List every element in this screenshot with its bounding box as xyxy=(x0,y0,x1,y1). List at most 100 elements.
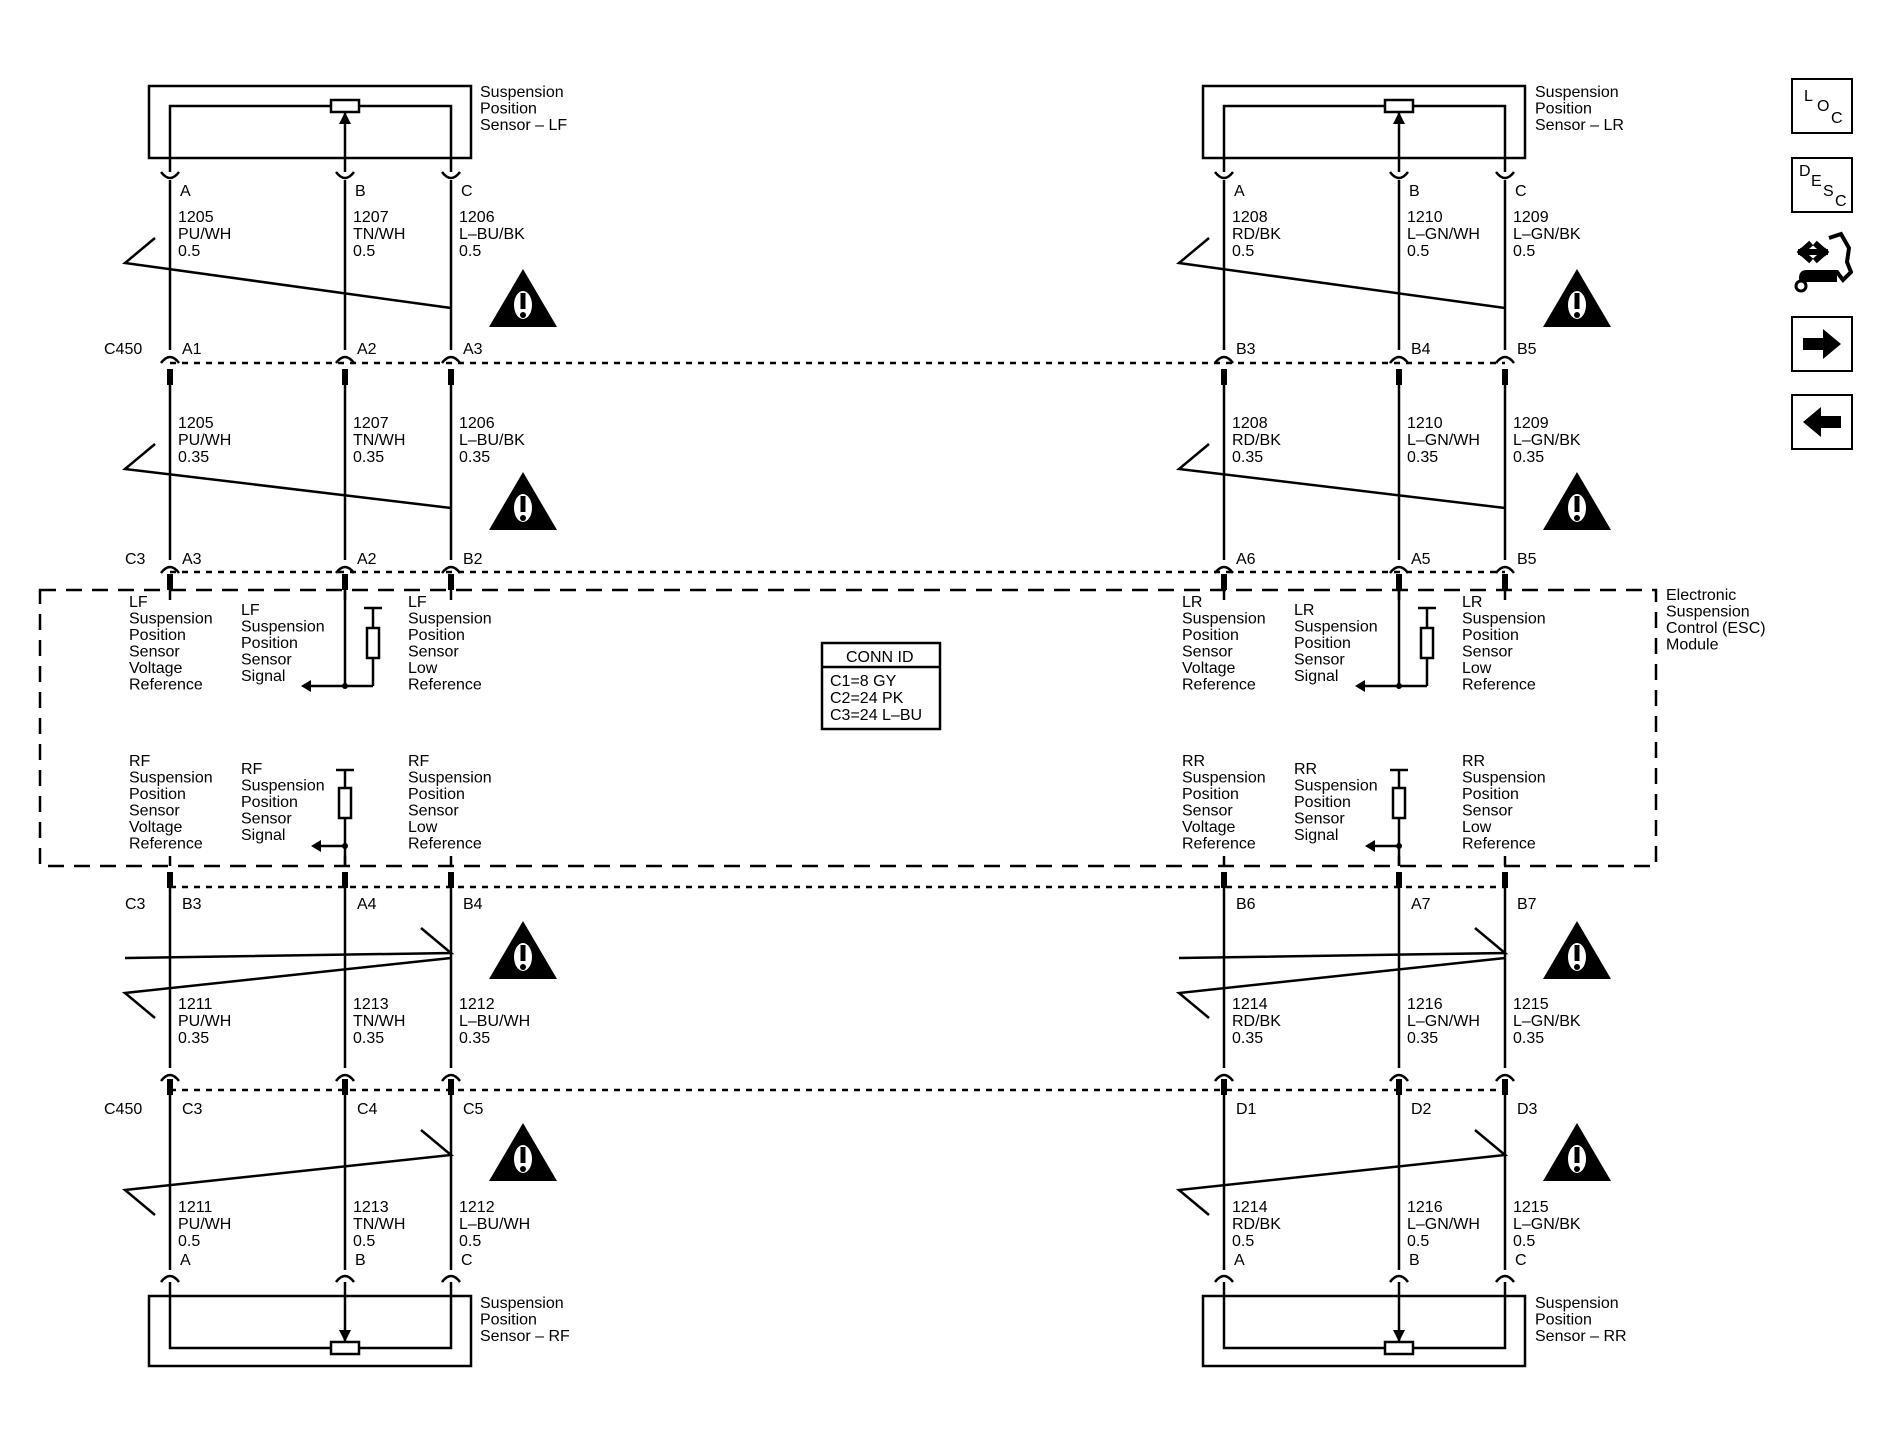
c3-lower_right-pin-label: B7 xyxy=(1517,896,1537,913)
sensor-rr-element xyxy=(1222,1282,1507,1350)
c450-lower_left-cup-0 xyxy=(160,1073,180,1082)
sensor-rf-resistor xyxy=(329,1340,361,1356)
c450-lower_left-cup-1 xyxy=(335,1073,355,1082)
wire-lower_right-bot-label-color: L–GN/WH xyxy=(1407,1216,1480,1233)
sensor-lr-pin-2 xyxy=(1495,171,1515,180)
module-label-lf-2-line: Low xyxy=(408,660,438,677)
module-label-rr-1-line: Suspension xyxy=(1294,778,1378,795)
warning-upper_right-mid xyxy=(1543,472,1611,530)
sensor-lr-pin-1 xyxy=(1389,171,1409,180)
c3-upper_left-pin-label: A2 xyxy=(357,551,377,568)
desc-button[interactable]: D E S C xyxy=(1791,157,1853,213)
module-label-lf-0-line: Sensor xyxy=(129,644,180,661)
warning-lower_right-mid-bar xyxy=(1574,945,1580,961)
wire-lower_right-mid-label-circuit: 1216 xyxy=(1407,996,1443,1013)
loc-button[interactable]: L O C xyxy=(1791,78,1853,134)
module-label-rr-2-line: Position xyxy=(1462,786,1519,803)
module-label-rf-1-line: Signal xyxy=(241,827,285,844)
c450-lower_right-pin-label: D1 xyxy=(1236,1101,1257,1118)
wire-lower_right-bot-label-size: 0.5 xyxy=(1513,1233,1535,1250)
wire-lower_right-mid-label-color: RD/BK xyxy=(1232,1013,1281,1030)
module-label-lf-0: LFSuspensionPositionSensorVoltageReferen… xyxy=(129,594,213,694)
module-label-rr-1-line: Position xyxy=(1294,794,1351,811)
c450-lower_left-pin-label: C4 xyxy=(357,1101,378,1118)
wire-upper_right-mid-label-circuit: 1208 xyxy=(1232,415,1268,432)
connector-label-c3-bottom: C3 xyxy=(125,896,146,913)
warning-lower_right-mid-dot xyxy=(1574,964,1580,970)
wire-upper_left-top-label-circuit: 1206 xyxy=(459,209,495,226)
conn-id-box xyxy=(820,641,942,731)
module-label-rr-1-line: Sensor xyxy=(1294,811,1345,828)
wire-lower_left-bot-label-size: 0.5 xyxy=(353,1233,375,1250)
warning-upper_left-top-bar xyxy=(520,293,526,309)
c3-lower_left-pin-label: B3 xyxy=(182,896,202,913)
module-label-rf-0-line: Sensor xyxy=(129,803,180,820)
loc-letter-c: C xyxy=(1831,110,1843,127)
sensor-lr-pin-label: C xyxy=(1515,183,1527,200)
wire-upper_left-top-label-size: 0.5 xyxy=(353,243,375,260)
c3-lower_left-pin-label: B4 xyxy=(463,896,483,913)
connector-repair-button[interactable] xyxy=(1791,228,1854,296)
sensor-rr-pin-label: A xyxy=(1234,1252,1245,1269)
warning-upper_right-mid-bar xyxy=(1574,496,1580,512)
c450-upper_left-pin-label: A1 xyxy=(182,341,202,358)
wire-upper_left-mid-label-size: 0.35 xyxy=(178,449,209,466)
wire-lower_left-bot-label-color: PU/WH xyxy=(178,1216,231,1233)
sensor-rr-pin-2 xyxy=(1495,1274,1515,1283)
module-label-rf-1-line: Suspension xyxy=(241,778,325,795)
warning-lower_left-bot-dot xyxy=(520,1166,526,1172)
wire-lower_left-bot-label-size: 0.5 xyxy=(459,1233,481,1250)
sensor-lr-name-line: Position xyxy=(1535,101,1592,118)
esc-module-name-line: Electronic xyxy=(1666,587,1736,604)
module-label-lf-1-line: LF xyxy=(241,602,260,619)
c450-lower_right-cup-2 xyxy=(1495,1073,1515,1082)
sensor-rr-name-line: Position xyxy=(1535,1312,1592,1329)
warning-lower_left-bot xyxy=(489,1123,557,1181)
sensor-rf-name-line: Sensor – RF xyxy=(480,1328,570,1345)
module-label-rf-2-line: Position xyxy=(408,786,465,803)
wire-lower_right-bot-label-size: 0.5 xyxy=(1407,1233,1429,1250)
conn-id-line: C1=8 GY xyxy=(830,673,897,690)
c450-lower_right-pin-label: D2 xyxy=(1411,1101,1432,1118)
previous-button[interactable] xyxy=(1791,394,1853,450)
module-rf-signal-arrow xyxy=(311,840,321,852)
wire-upper_right-top-label-circuit: 1209 xyxy=(1513,209,1549,226)
sensor-lf-name-line: Suspension xyxy=(480,84,564,101)
module-label-lr-1-line: Position xyxy=(1294,635,1351,652)
module-label-lf-0-line: Voltage xyxy=(129,660,182,677)
c450-upper_left-cup-0 xyxy=(160,355,180,364)
c450-upper_left-pin-label: A2 xyxy=(357,341,377,358)
c450-lower_left-pin-0 xyxy=(167,1079,173,1095)
warning-lower_left-bot-bar xyxy=(520,1147,526,1163)
c450-lower_left-pin-label: C3 xyxy=(182,1101,203,1118)
c450-upper_left-cup-1 xyxy=(335,355,355,364)
sensor-rr-pin-0 xyxy=(1214,1274,1234,1283)
c3-upper_right-pin-2 xyxy=(1502,574,1508,590)
module-label-lr-2-line: Suspension xyxy=(1462,611,1546,628)
module-label-lr-2-line: Low xyxy=(1462,660,1492,677)
wire-lower_right-bot-label-circuit: 1215 xyxy=(1513,1199,1549,1216)
sensor-rf-name-line: Position xyxy=(480,1312,537,1329)
wire-lower_left-mid-label-size: 0.35 xyxy=(353,1030,384,1047)
connector-repair-icon xyxy=(1794,231,1854,293)
module-label-rf-1-line: Sensor xyxy=(241,811,292,828)
wire-lower_right-bot-label-color: L–GN/BK xyxy=(1513,1216,1581,1233)
module-label-rr-0-line: Sensor xyxy=(1182,803,1233,820)
next-button[interactable] xyxy=(1791,316,1853,372)
sensor-rr-pin-label: B xyxy=(1409,1252,1420,1269)
warning-lower_right-mid xyxy=(1543,921,1611,979)
module-label-rf-2-line: Reference xyxy=(408,836,482,853)
